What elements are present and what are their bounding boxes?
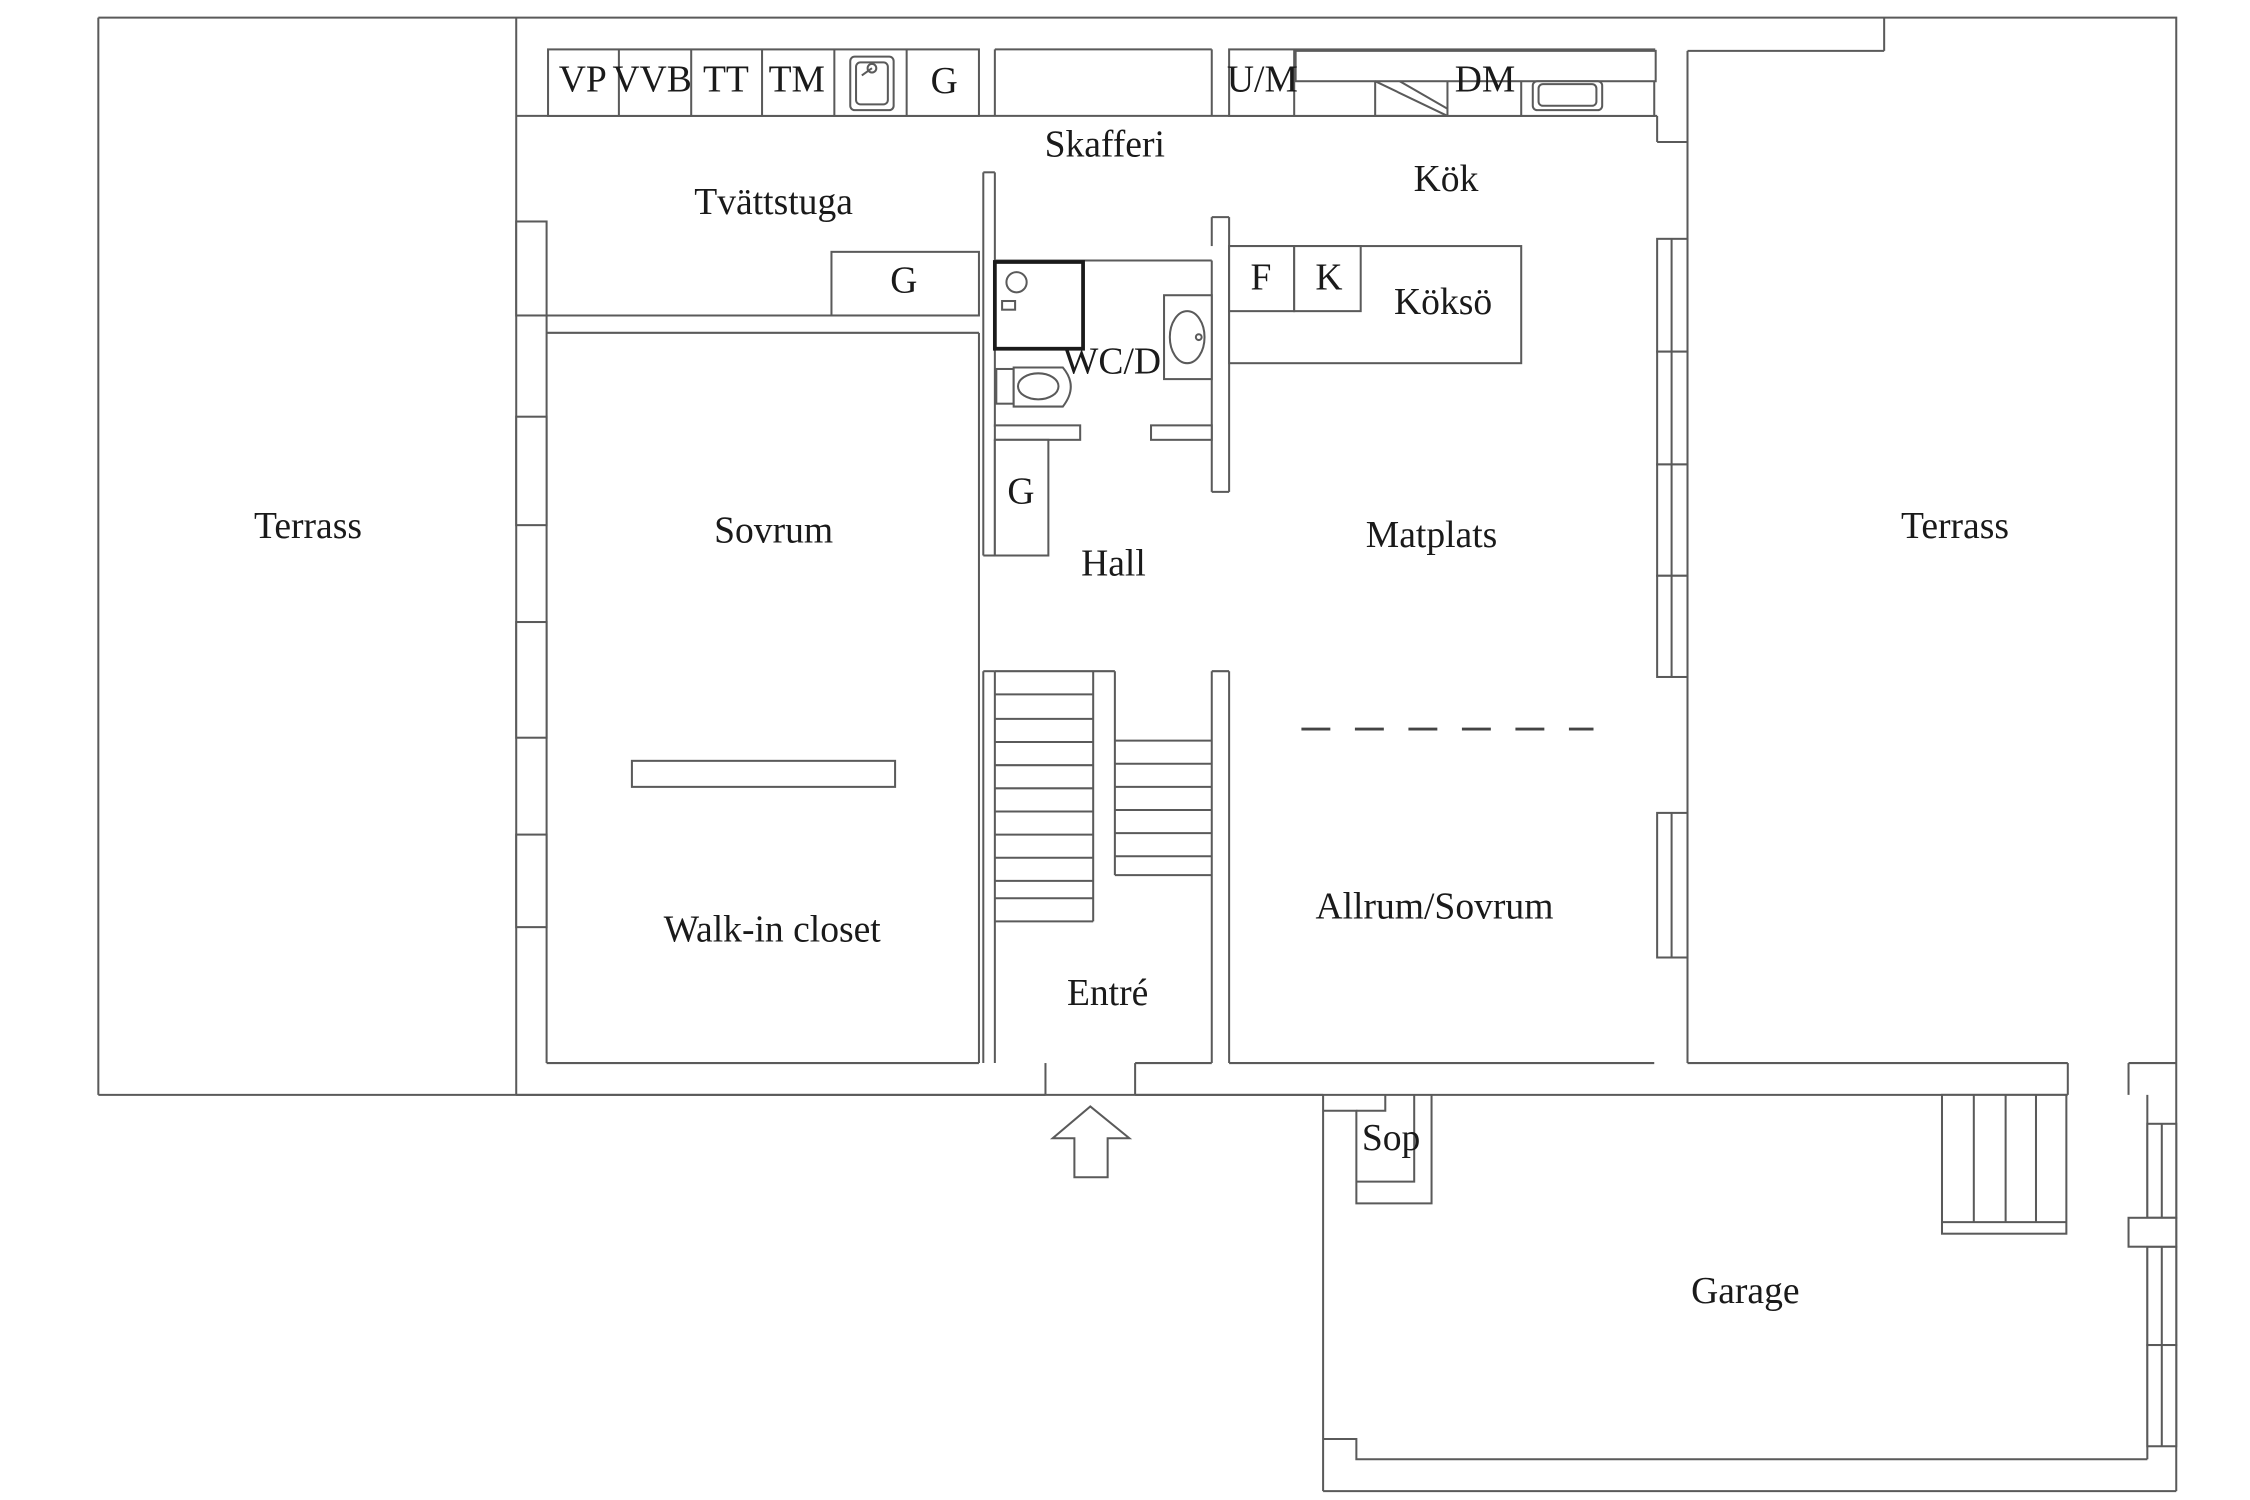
room-label-kok: Kök	[1414, 159, 1479, 200]
staircase	[982, 670, 1231, 1064]
appliance-label-dm: DM	[1455, 59, 1516, 100]
room-label-allrum: Allrum/Sovrum	[1315, 886, 1553, 927]
room-label-wc: WC/D	[1063, 341, 1161, 382]
appliance-label-k: K	[1315, 257, 1342, 298]
room-label-skafferi: Skafferi	[1045, 124, 1165, 165]
appliance-labels: VP VVB TT TM G G G U/M DM F K	[559, 59, 1516, 512]
laundry-counter	[546, 250, 980, 1064]
appliance-label-tm: TM	[769, 59, 825, 100]
laundry-appliances	[547, 48, 980, 117]
hall-closet	[983, 438, 1050, 557]
room-label-matplats: Matplats	[1366, 515, 1498, 556]
room-label-walkin-closet: Walk-in closet	[664, 910, 882, 951]
kitchen-fixtures	[1228, 48, 1657, 365]
room-labels: Terrass Terrass Tvättstuga Skafferi Kök …	[254, 124, 2009, 1312]
room-label-garage: Garage	[1691, 1271, 1799, 1312]
room-label-terrass-left: Terrass	[254, 506, 362, 547]
room-label-entre: Entré	[1067, 973, 1148, 1014]
windows-right	[1656, 237, 1689, 959]
entrance-arrow-icon	[1049, 1105, 1133, 1179]
pantry-walls	[982, 48, 1213, 556]
appliance-label-um: U/M	[1227, 59, 1298, 100]
room-label-sop: Sop	[1362, 1118, 1420, 1159]
outer-walls	[97, 16, 2178, 1493]
appliance-label-g-laundry-top: G	[931, 61, 958, 102]
room-label-tvattstuga: Tvättstuga	[694, 182, 853, 223]
wc-walls	[992, 216, 1231, 493]
appliance-label-tt: TT	[703, 59, 749, 100]
room-label-terrass-right: Terrass	[1901, 506, 2009, 547]
garage-walls	[1323, 1093, 2178, 1461]
appliance-label-g-laundry-bottom: G	[890, 260, 917, 301]
appliance-label-f: F	[1250, 257, 1271, 298]
room-label-hall: Hall	[1081, 544, 1146, 585]
windows-left	[515, 220, 548, 929]
appliance-label-g-hall: G	[1007, 471, 1034, 512]
appliance-label-vvb: VVB	[612, 59, 691, 100]
room-label-sovrum: Sovrum	[714, 510, 833, 551]
closet-rail	[630, 759, 897, 788]
room-label-kokso: Köksö	[1394, 282, 1492, 323]
appliance-label-vp: VP	[559, 59, 607, 100]
